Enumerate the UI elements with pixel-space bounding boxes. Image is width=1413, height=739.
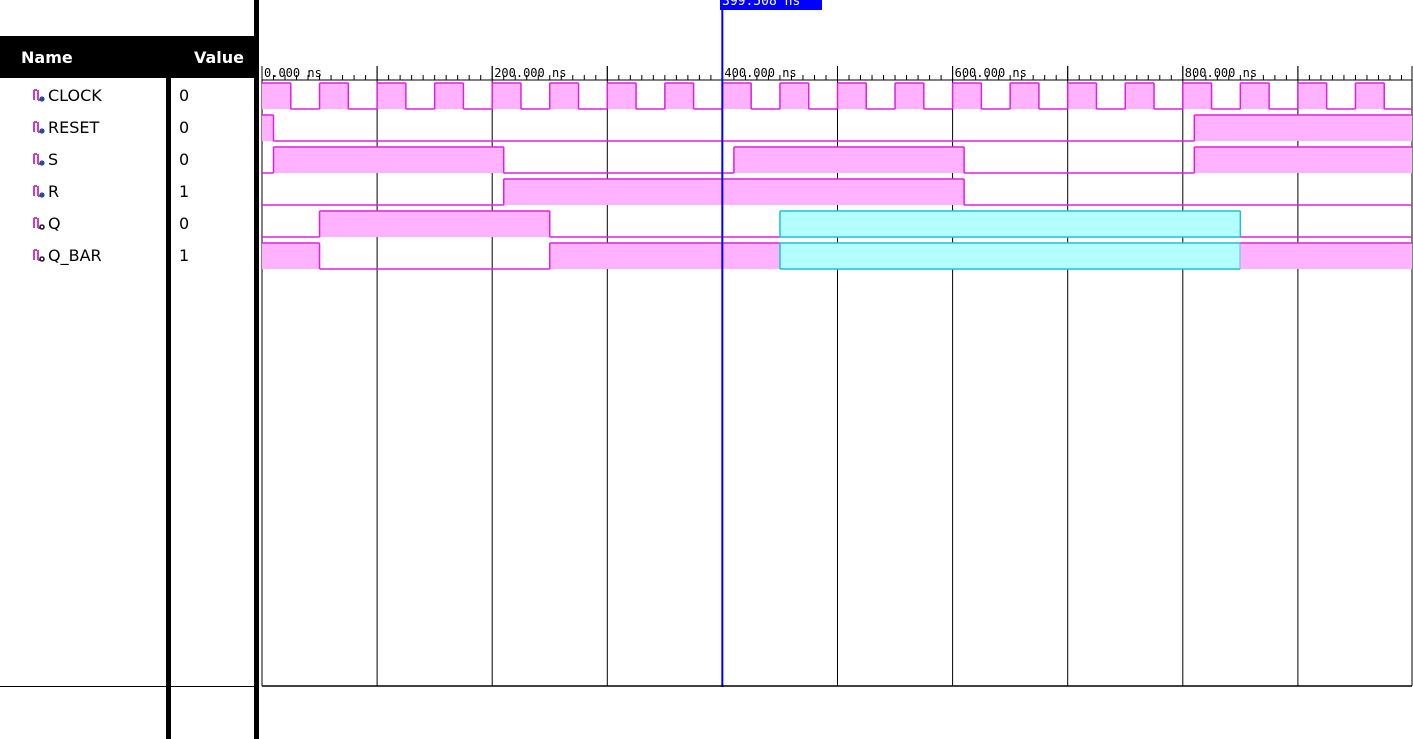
column-splitter[interactable] bbox=[166, 36, 171, 739]
wave-high-fill bbox=[262, 243, 320, 269]
signal-list-divider bbox=[0, 686, 254, 687]
ruler-label: 200.000 ns bbox=[494, 66, 566, 80]
output-pin-icon bbox=[33, 249, 45, 262]
waveform-traces bbox=[262, 82, 1412, 270]
wave-high-fill bbox=[434, 83, 464, 109]
signal-row-reset[interactable]: RESET 0 bbox=[0, 112, 254, 144]
wave-high-fill bbox=[1067, 83, 1097, 109]
waveform-q bbox=[262, 210, 1412, 238]
wave-high-fill bbox=[1297, 83, 1327, 109]
cursor-time-label: 399.508 ns bbox=[722, 0, 801, 9]
waveform-reset bbox=[262, 114, 1412, 142]
signal-name: RESET bbox=[48, 118, 100, 137]
output-pin-icon bbox=[33, 217, 45, 230]
wave-high-fill bbox=[664, 83, 694, 109]
waveform-clock bbox=[262, 82, 1412, 110]
input-pin-icon bbox=[33, 89, 45, 102]
cursor-time-tag[interactable]: 399.508 ns bbox=[720, 0, 822, 10]
wave-high-fill bbox=[1240, 243, 1412, 269]
waveform-r bbox=[262, 178, 1412, 206]
wave-high-fill bbox=[503, 179, 965, 205]
wave-high-fill bbox=[1355, 83, 1385, 109]
value-column-header-label: Value bbox=[194, 48, 245, 67]
ruler-label: 400.000 ns bbox=[724, 66, 796, 80]
wave-high-fill bbox=[319, 211, 550, 237]
time-ruler[interactable]: 0.000 ns 200.000 ns 400.000 ns 600.000 ns 80… bbox=[261, 66, 1412, 81]
panel-splitter[interactable] bbox=[254, 0, 259, 739]
signal-row-r[interactable]: R 1 bbox=[0, 176, 254, 208]
wave-high-fill bbox=[1194, 115, 1412, 141]
ruler-label: 600.000 ns bbox=[955, 66, 1027, 80]
wave-high-fill bbox=[262, 83, 291, 109]
signal-name: CLOCK bbox=[48, 86, 102, 105]
name-column-header[interactable]: Name bbox=[0, 36, 167, 78]
signal-value: 0 bbox=[179, 150, 190, 169]
signal-row-clock[interactable]: CLOCK 0 bbox=[0, 80, 254, 112]
wave-high-fill bbox=[1240, 83, 1270, 109]
wave-high-fill bbox=[319, 83, 349, 109]
signal-name: Q_BAR bbox=[48, 246, 102, 265]
ruler-label: 0.000 ns bbox=[264, 66, 322, 80]
wave-high-fill bbox=[722, 83, 752, 109]
signal-row-q[interactable]: Q 0 bbox=[0, 208, 254, 240]
input-pin-icon bbox=[33, 153, 45, 166]
signal-value: 1 bbox=[179, 246, 190, 265]
signal-value: 1 bbox=[179, 182, 190, 201]
signal-row-q-bar[interactable]: Q_BAR 1 bbox=[0, 240, 254, 272]
waveform-s bbox=[262, 146, 1412, 174]
signal-name: Q bbox=[48, 214, 61, 233]
wave-high-fill bbox=[492, 83, 521, 109]
wave-high-fill bbox=[1125, 83, 1155, 109]
wave-unknown-fill bbox=[779, 243, 1241, 269]
signal-value: 0 bbox=[179, 214, 190, 233]
waveform-canvas[interactable]: 0.000 ns 200.000 ns 400.000 ns 600.000 ns 80… bbox=[259, 0, 1413, 739]
signal-value: 0 bbox=[179, 118, 190, 137]
wave-high-fill bbox=[733, 147, 965, 173]
wave-unknown-fill bbox=[779, 211, 1241, 237]
wave-high-fill bbox=[1182, 83, 1212, 109]
wave-high-fill bbox=[607, 83, 637, 109]
signal-value: 0 bbox=[179, 86, 190, 105]
signal-name: S bbox=[48, 150, 59, 169]
signal-row-s[interactable]: S 0 bbox=[0, 144, 254, 176]
wave-high-fill bbox=[1194, 147, 1412, 173]
wave-high-fill bbox=[377, 83, 406, 109]
input-pin-icon bbox=[33, 185, 45, 198]
wave-high-fill bbox=[549, 83, 579, 109]
wave-high-fill bbox=[779, 83, 809, 109]
wave-high-fill bbox=[1010, 83, 1039, 109]
name-column-header-label: Name bbox=[21, 48, 73, 67]
ruler-label: 800.000 ns bbox=[1185, 66, 1257, 80]
wave-high-fill bbox=[895, 83, 924, 109]
value-column-header[interactable]: Value bbox=[171, 36, 255, 78]
wave-high-fill bbox=[262, 115, 274, 141]
waveform-q-bar bbox=[262, 242, 1412, 270]
input-pin-icon bbox=[33, 121, 45, 134]
signal-name: R bbox=[48, 182, 60, 201]
wave-high-fill bbox=[837, 83, 867, 109]
wave-high-fill bbox=[273, 147, 504, 173]
wave-high-fill bbox=[952, 83, 982, 109]
wave-high-fill bbox=[549, 243, 780, 269]
